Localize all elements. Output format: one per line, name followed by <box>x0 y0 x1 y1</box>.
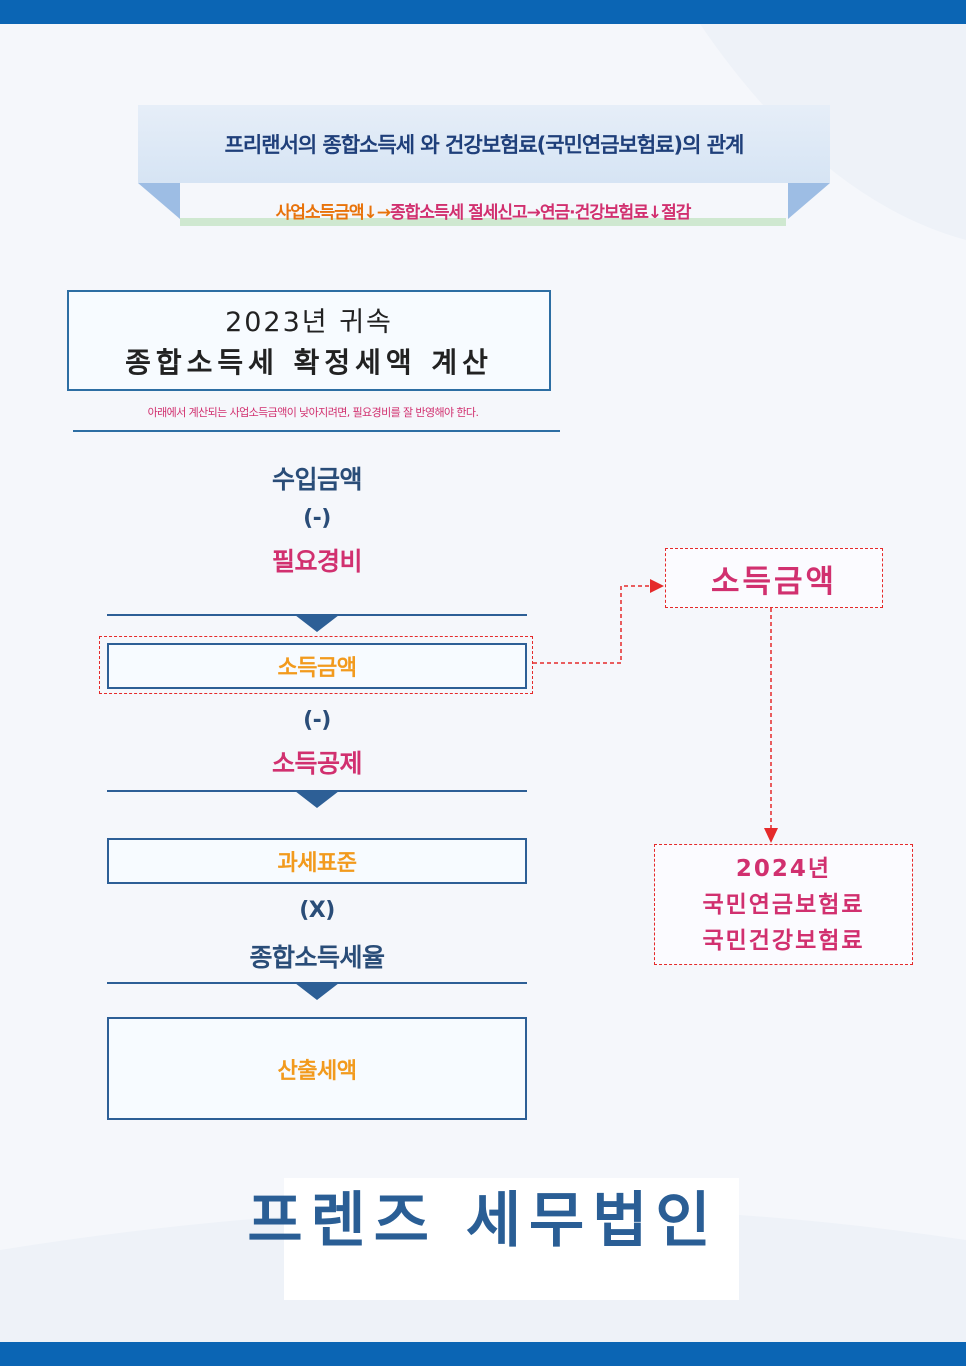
box-calculated-tax: 산출세액 <box>107 1017 527 1120</box>
box-income-amount: 소득금액 <box>107 643 527 689</box>
down-arrow-3 <box>295 983 339 1000</box>
right-box-income-amount: 소득금액 <box>665 548 883 608</box>
banner-title: 프리랜서의 종합소득세 와 건강보험료(국민연금보험료)의 관계 <box>138 105 830 183</box>
flow-expenses: 필요경비 <box>271 547 363 576</box>
banner-subtitle: 사업소득금액↓→ 종합소득세 절세신고→연금·건강보험료↓절감 <box>180 194 786 226</box>
top-blue-bar <box>0 0 966 24</box>
right-box-year: 2024년 <box>735 855 832 882</box>
flow-income-deduction: 소득공제 <box>271 749 363 778</box>
right-box-health: 국민건강보험료 <box>702 927 865 954</box>
calculation-title-box: 2023년 귀속 종합소득세 확정세액 계산 <box>67 290 551 391</box>
subtitle-underline <box>180 218 786 226</box>
flow-operator-minus-2: (-) <box>303 708 331 733</box>
bottom-blue-bar <box>0 1342 966 1366</box>
down-arrow-1 <box>295 615 339 632</box>
banner-folds <box>138 183 830 219</box>
calc-title-line: 종합소득세 확정세액 계산 <box>125 346 493 379</box>
box-tax-base: 과세표준 <box>107 838 527 884</box>
note-text: 아래에서 계산되는 사업소득금액이 낮아지려면, 필요경비를 잘 반영해야 한다… <box>147 406 479 419</box>
flow-operator-minus-1: (-) <box>303 506 331 531</box>
flow-operator-times: (X) <box>299 898 335 923</box>
subtitle-part-orange: 사업소득금액↓→ <box>275 202 391 223</box>
brand-name: 프렌즈 세무법인 <box>247 1186 719 1256</box>
note-divider <box>73 430 560 432</box>
down-arrow-2 <box>295 791 339 808</box>
brand-background <box>284 1178 739 1300</box>
subtitle-part-pink: 종합소득세 절세신고→연금·건강보험료↓절감 <box>389 202 691 223</box>
calc-year-line: 2023년 귀속 <box>225 307 393 338</box>
flow-tax-rate: 종합소득세율 <box>249 943 385 972</box>
flow-revenue: 수입금액 <box>271 465 363 494</box>
right-box-pension: 국민연금보험료 <box>702 891 865 918</box>
right-box-insurance: 2024년 국민연금보험료 국민건강보험료 <box>654 844 913 965</box>
highlight-outline <box>99 636 533 694</box>
